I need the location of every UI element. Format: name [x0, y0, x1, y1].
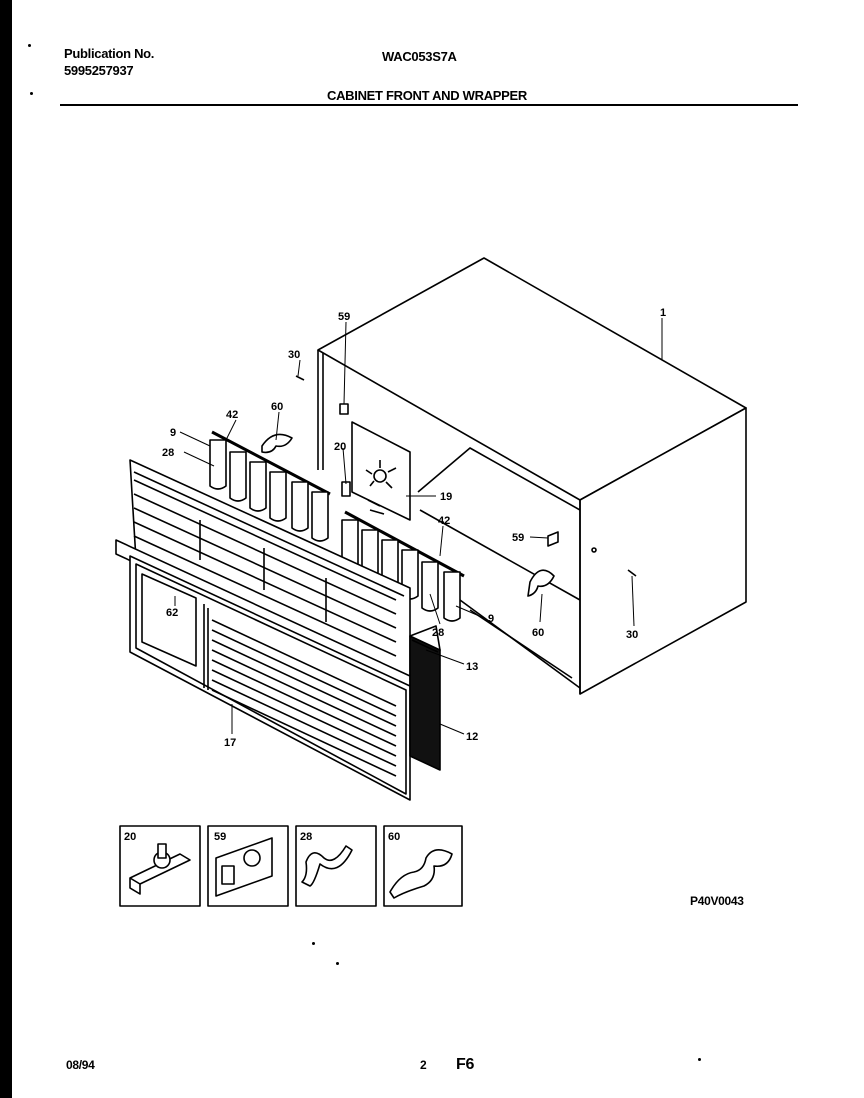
footer-date: 08/94: [66, 1058, 95, 1072]
callout-28-right: 28: [432, 627, 444, 639]
cabinet-wrapper: [317, 257, 747, 695]
callout-42-right: 42: [438, 515, 450, 527]
scan-speck: [312, 942, 315, 945]
page-number: 2: [420, 1058, 427, 1072]
scan-speck: [698, 1058, 701, 1061]
scan-speck: [28, 44, 31, 47]
control-panel: [351, 421, 411, 521]
leader-lines: [174, 318, 663, 735]
cabinet-front: [115, 459, 411, 801]
callout-labels: 1 59 30 60 42 9 28 20 19 42 59 9 60 30 2…: [124, 307, 666, 843]
section-code: F6: [456, 1056, 475, 1073]
callout-42-left: 42: [226, 409, 238, 421]
scan-speck: [336, 962, 339, 965]
callout-59-right: 59: [512, 532, 524, 544]
callout-60-left: 60: [271, 401, 283, 413]
publication-number: 5995257937: [64, 63, 134, 78]
callout-30-left: 30: [288, 349, 300, 361]
callout-12: 12: [466, 731, 478, 743]
callout-62: 62: [166, 607, 178, 619]
left-louver-assembly: [209, 430, 331, 542]
callout-13: 13: [466, 661, 478, 673]
publication-label: Publication No.: [64, 46, 155, 61]
callout-30-right: 30: [626, 629, 638, 641]
callout-17: 17: [224, 737, 236, 749]
drawing-code: P40V0043: [690, 894, 744, 908]
callout-60-right: 60: [532, 627, 544, 639]
scan-speck: [30, 92, 33, 95]
header-rule: [60, 104, 798, 106]
callout-9-left: 9: [170, 427, 176, 439]
detail-boxes: [119, 825, 463, 907]
model-number: WAC053S7A: [382, 49, 457, 64]
page-title: CABINET FRONT AND WRAPPER: [327, 88, 528, 103]
detail-59-label: 59: [214, 831, 226, 843]
callout-9-right: 9: [488, 613, 494, 625]
callout-28-left: 28: [162, 447, 174, 459]
air-filter: [409, 625, 441, 771]
detail-28-label: 28: [300, 831, 312, 843]
callout-59-top: 59: [338, 311, 350, 323]
callout-1: 1: [660, 307, 666, 319]
callout-20: 20: [334, 441, 346, 453]
detail-20-label: 20: [124, 831, 136, 843]
callout-19: 19: [440, 491, 452, 503]
detail-60-label: 60: [388, 831, 400, 843]
wrapper-hardware: [261, 375, 637, 597]
